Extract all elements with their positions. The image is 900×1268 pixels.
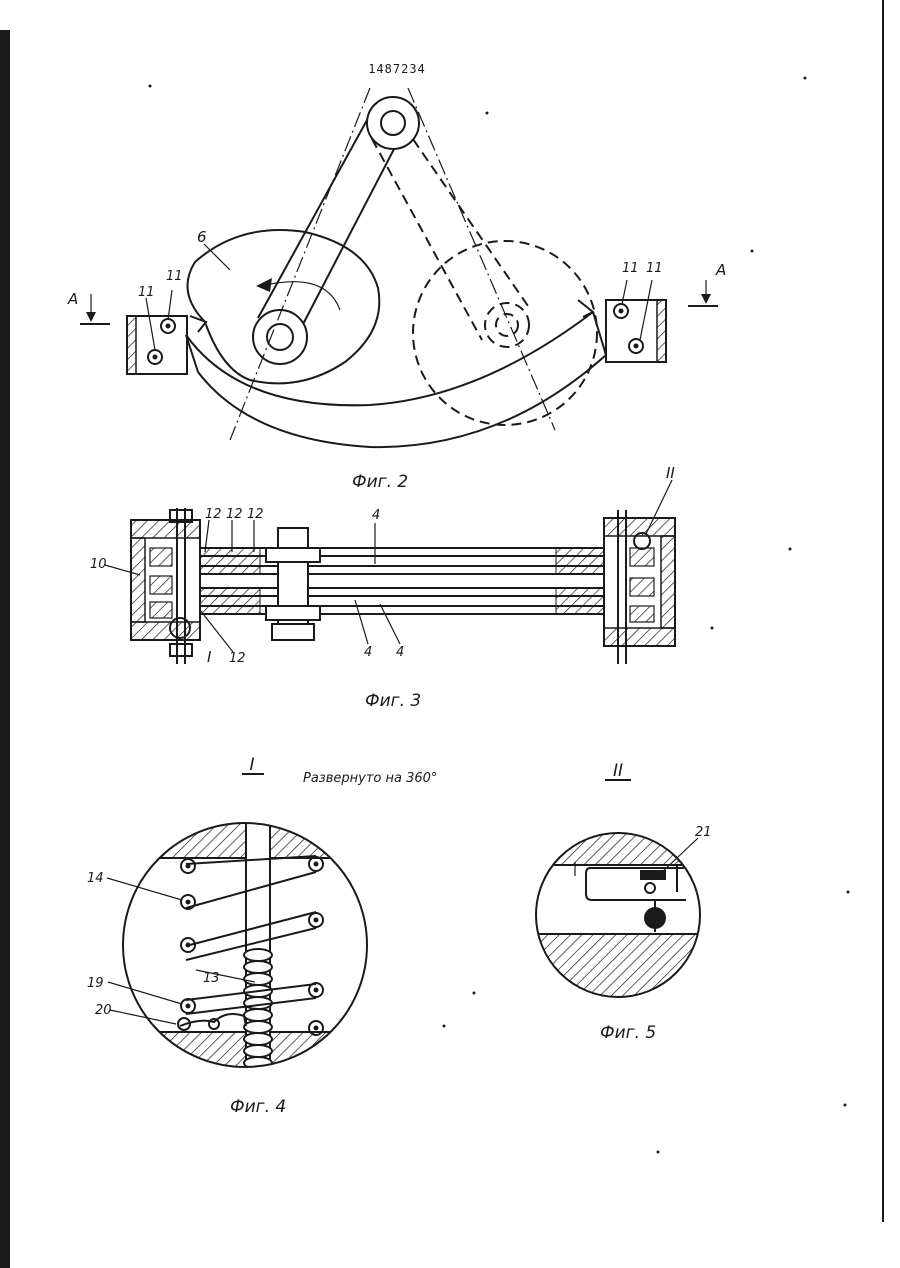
fig5-detail-title: II (613, 761, 623, 781)
fig2-dashed-hub (485, 303, 529, 347)
figure-5: II 21 Фиг. 5 (530, 761, 712, 1043)
fig2-label-11-a: 11 (138, 285, 155, 300)
document-number: 1487234 (368, 62, 426, 76)
fig3-label-II: II (666, 464, 675, 482)
fig3-label-4-bottom-b: 4 (396, 645, 404, 660)
fig3-label-I: I (207, 648, 212, 666)
fig5-caption: Фиг. 5 (600, 1023, 656, 1043)
fig2-caption: Фиг. 2 (352, 472, 408, 492)
fig2-label-11-d: 11 (646, 261, 663, 276)
figure-3: 10 12 12 12 12 I 4 4 4 II Фиг. 3 (90, 464, 675, 711)
figure-2: 6 11 11 11 11 A A Фиг. 2 (67, 88, 726, 492)
fig5-bracket (586, 868, 686, 900)
fig3-label-12-c: 12 (247, 507, 264, 522)
fig4-caption: Фиг. 4 (230, 1097, 286, 1117)
fig3-label-4-top: 4 (372, 508, 380, 523)
fig4-label-19: 19 (87, 976, 104, 991)
fig5-label-21: 21 (695, 825, 712, 840)
fig3-label-10: 10 (90, 557, 107, 572)
fig2-dashed-cam (413, 241, 597, 425)
fig2-section-A-right: A (715, 261, 726, 279)
fig3-label-12-d: 12 (229, 651, 246, 666)
figure-4: I Развернуто на 360° (87, 755, 437, 1117)
fig4-label-20: 20 (95, 1003, 112, 1018)
fig2-label-11-b: 11 (166, 269, 183, 284)
left-scan-border (0, 30, 10, 1268)
fig2-label-6: 6 (197, 228, 207, 246)
fig2-section-A-left: A (67, 290, 78, 308)
fig2-label-11-c: 11 (622, 261, 639, 276)
fig3-caption: Фиг. 3 (365, 691, 421, 711)
fig4-label-13: 13 (203, 971, 220, 986)
fig2-hub-outer (253, 310, 307, 364)
fig3-label-12-a: 12 (205, 507, 222, 522)
fig3-plate-stack (200, 548, 604, 614)
fig4-label-14: 14 (87, 871, 104, 886)
fig4-detail-title: I (249, 755, 254, 775)
fig3-label-4-bottom-a: 4 (364, 645, 372, 660)
fig4-rotated-note: Развернуто на 360° (303, 771, 437, 786)
fig2-crescent-body (186, 312, 593, 405)
fig2-top-pivot-outer (367, 97, 419, 149)
fig3-label-12-b: 12 (226, 507, 243, 522)
fig2-rotation-arrow (266, 282, 340, 310)
